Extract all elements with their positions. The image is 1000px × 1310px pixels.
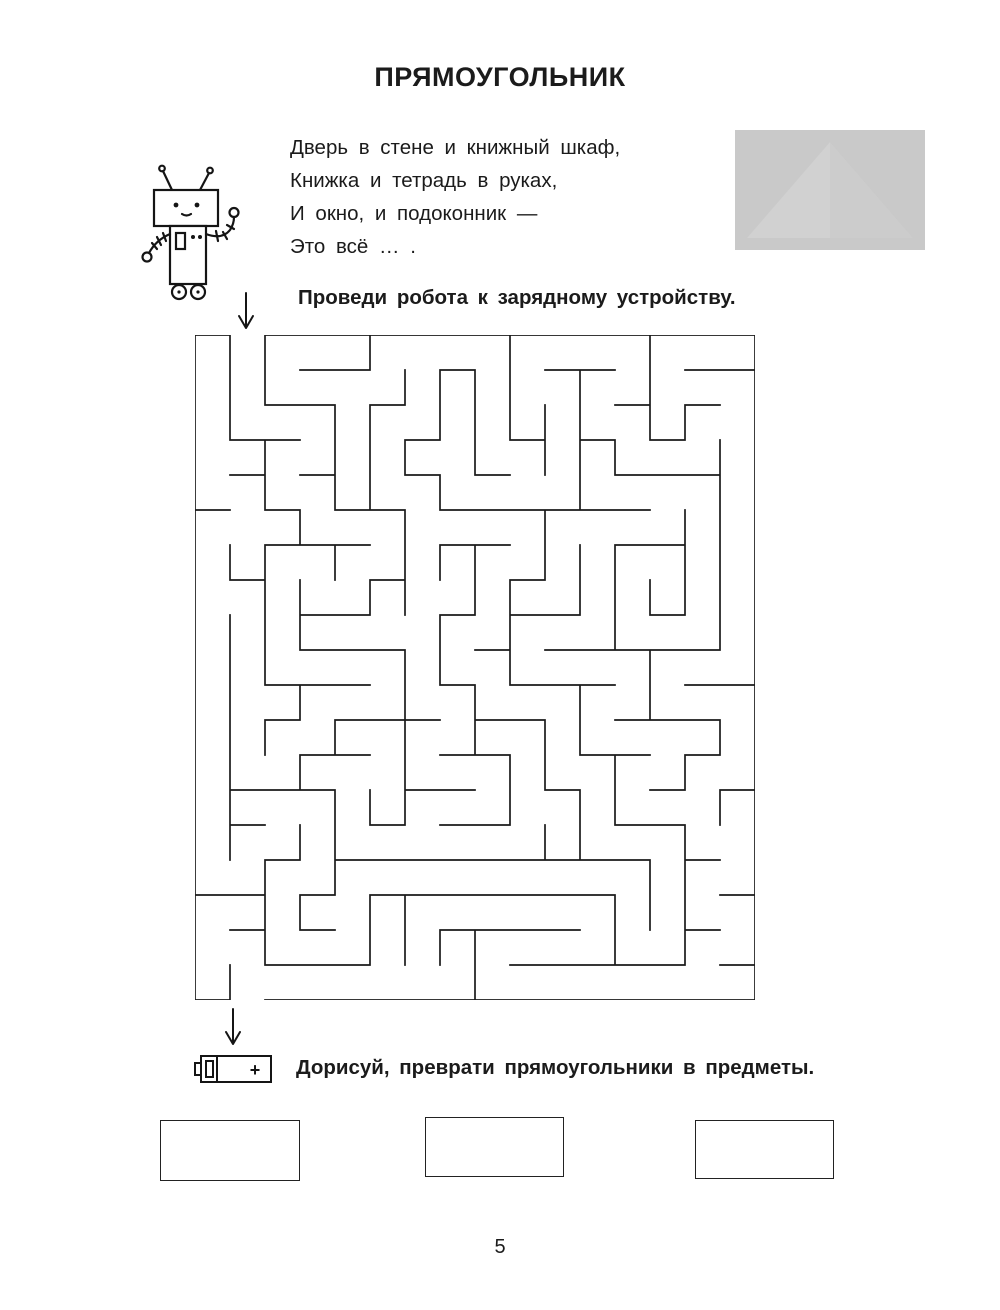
battery-plus-label: + [250, 1060, 261, 1080]
maze [195, 335, 755, 1000]
maze-image [195, 335, 755, 1000]
drawing-rectangle-3 [695, 1120, 834, 1179]
faded-picture-image [735, 130, 925, 250]
draw-instruction: Дорисуй, преврати прямоугольники в предм… [296, 1056, 815, 1079]
robot-icon [141, 164, 240, 301]
poem-line: Дверь в стене и книжный шкаф, [290, 136, 621, 159]
maze-exit-arrow-icon [222, 1008, 244, 1048]
drawing-rectangle-2 [425, 1117, 564, 1177]
poem-line: Книжка и тетрадь в руках, [290, 169, 558, 192]
poem-line: Это всё … . [290, 235, 416, 258]
poem-line: И окно, и подоконник — [290, 202, 538, 225]
page-number: 5 [494, 1236, 506, 1258]
maze-instruction: Проведи робота к зарядному устройству. [298, 286, 736, 309]
page-title: ПРЯМОУГОЛЬНИК [374, 62, 626, 92]
robot-illustration [126, 160, 251, 335]
poem: Дверь в стене и книжный шкаф, Книжка и т… [290, 131, 620, 263]
battery-icon: + [193, 1050, 275, 1088]
faded-picture [735, 130, 925, 250]
maze-entrance-arrow-icon [235, 292, 257, 332]
drawing-rectangle-1 [160, 1120, 300, 1181]
